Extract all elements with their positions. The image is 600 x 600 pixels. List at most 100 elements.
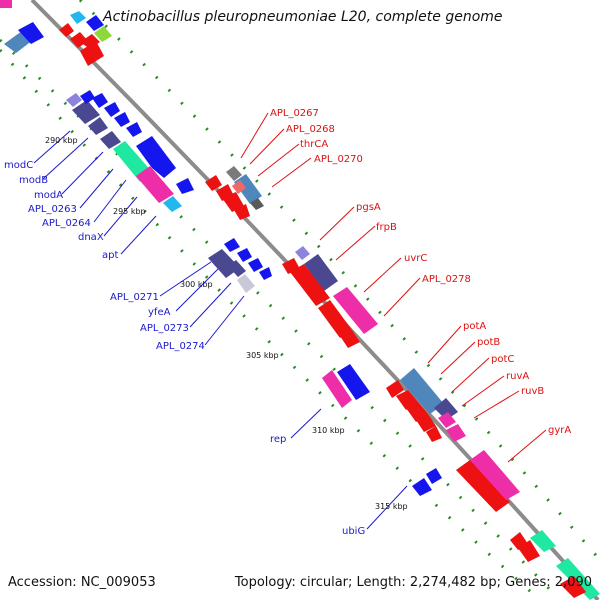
scale-label: 315 kbp: [375, 502, 408, 511]
scale-label: 310 kbp: [312, 426, 345, 435]
gene-feature: [100, 131, 121, 149]
gene-feature: [176, 178, 194, 194]
gene-feature: [318, 300, 352, 338]
gene-feature: [136, 136, 176, 178]
gene-feature: [322, 370, 352, 408]
gene-feature: [88, 117, 108, 135]
gene-feature: [94, 26, 112, 42]
gene-feature: [18, 22, 44, 44]
gene-label: yfeA: [148, 307, 171, 318]
gene-feature: [114, 112, 130, 127]
gene-feature: [59, 23, 74, 37]
gene-feature: [224, 238, 240, 252]
gene-feature: [259, 267, 272, 280]
accession-label: Accession: NC_009053: [8, 575, 156, 590]
gene-feature: [222, 192, 244, 212]
gene-label: APL_0270: [314, 154, 363, 165]
gene-feature: [228, 260, 246, 277]
gene-label: modB: [19, 175, 48, 186]
map-title: Actinobacillus pleuropneumoniae L20, com…: [103, 9, 503, 25]
gene-label: frpB: [376, 222, 397, 233]
left-gene-labels: modC modB modA APL_0263 APL_0264 dnaX ap…: [4, 160, 365, 537]
gene-label: uvrC: [404, 253, 427, 264]
gene-feature: [438, 412, 456, 428]
gene-feature: [400, 368, 444, 414]
gene-feature: [70, 32, 88, 48]
scale-labels: 290 kbp 295 kbp 300 kbp 305 kbp 310 kbp …: [45, 136, 408, 511]
gene-label: thrCA: [300, 139, 328, 150]
gene-feature: [248, 258, 263, 272]
gene-label: potB: [477, 337, 500, 348]
gene-label: rep: [270, 434, 286, 445]
scale-label: 290 kbp: [45, 136, 78, 145]
gene-feature: [470, 450, 520, 500]
gene-label: APL_0263: [28, 204, 77, 215]
gene-label: APL_0267: [270, 108, 319, 119]
gene-feature: [446, 424, 466, 442]
gene-feature: [560, 576, 586, 598]
gene-feature: [250, 198, 264, 210]
gene-label: ubiG: [342, 526, 365, 537]
gene-feature: [208, 249, 240, 278]
gene-feature: [337, 364, 370, 400]
gene-label: dnaX: [78, 232, 104, 243]
scale-label: 300 kbp: [180, 280, 213, 289]
gene-label: ruvA: [506, 371, 529, 382]
gene-feature: [80, 41, 104, 66]
gene-label: APL_0271: [110, 292, 159, 303]
gene-feature: [70, 11, 86, 24]
gene-label: potA: [463, 321, 486, 332]
gene-label: modC: [4, 160, 33, 171]
leader-lines: [33, 112, 547, 530]
gene-label: gyrA: [548, 425, 571, 436]
gene-feature: [0, 0, 12, 8]
gene-feature: [80, 90, 95, 104]
gene-feature: [333, 287, 378, 334]
gene-feature: [232, 180, 246, 194]
gene-feature: [412, 478, 432, 496]
gene-label: potC: [491, 354, 514, 365]
gene-label: APL_0264: [42, 218, 91, 229]
right-gene-labels: APL_0267 APL_0268 thrCA APL_0270 pgsA fr…: [270, 108, 571, 436]
gene-label: ruvB: [521, 386, 544, 397]
gene-label: apt: [102, 250, 118, 261]
gene-feature: [456, 460, 510, 512]
gene-label: modA: [34, 190, 63, 201]
gene-label: APL_0273: [140, 323, 189, 334]
gene-feature: [556, 558, 600, 600]
gene-feature: [290, 264, 330, 306]
gene-feature: [518, 540, 540, 562]
gene-feature: [136, 166, 174, 203]
gene-feature: [530, 530, 556, 552]
gene-feature: [295, 246, 310, 260]
gene-feature: [92, 93, 108, 108]
gene-feature: [237, 274, 255, 293]
gene-feature: [86, 15, 104, 31]
genome-info-label: Topology: circular; Length: 2,274,482 bp…: [234, 575, 592, 590]
gene-feature: [426, 426, 442, 442]
gene-feature: [416, 414, 436, 432]
gene-feature: [234, 204, 250, 220]
scale-label: 295 kbp: [113, 207, 146, 216]
gene-feature: [426, 468, 442, 484]
gene-feature: [126, 122, 142, 137]
gene-feature: [226, 166, 242, 181]
gene-label: APL_0274: [156, 341, 205, 352]
gene-feature: [434, 398, 458, 420]
gene-feature: [205, 175, 222, 191]
gene-label: pgsA: [356, 202, 381, 213]
gene-feature: [237, 248, 252, 262]
gene-label: APL_0268: [286, 124, 335, 135]
gene-feature: [104, 102, 120, 117]
gene-feature: [340, 330, 360, 348]
gene-feature: [386, 380, 404, 398]
scale-label: 305 kbp: [246, 351, 279, 360]
gene-label: APL_0278: [422, 274, 471, 285]
gene-feature: [163, 196, 182, 212]
gene-feature: [66, 93, 82, 107]
gene-feature: [304, 254, 338, 291]
gene-feature: [72, 100, 100, 124]
